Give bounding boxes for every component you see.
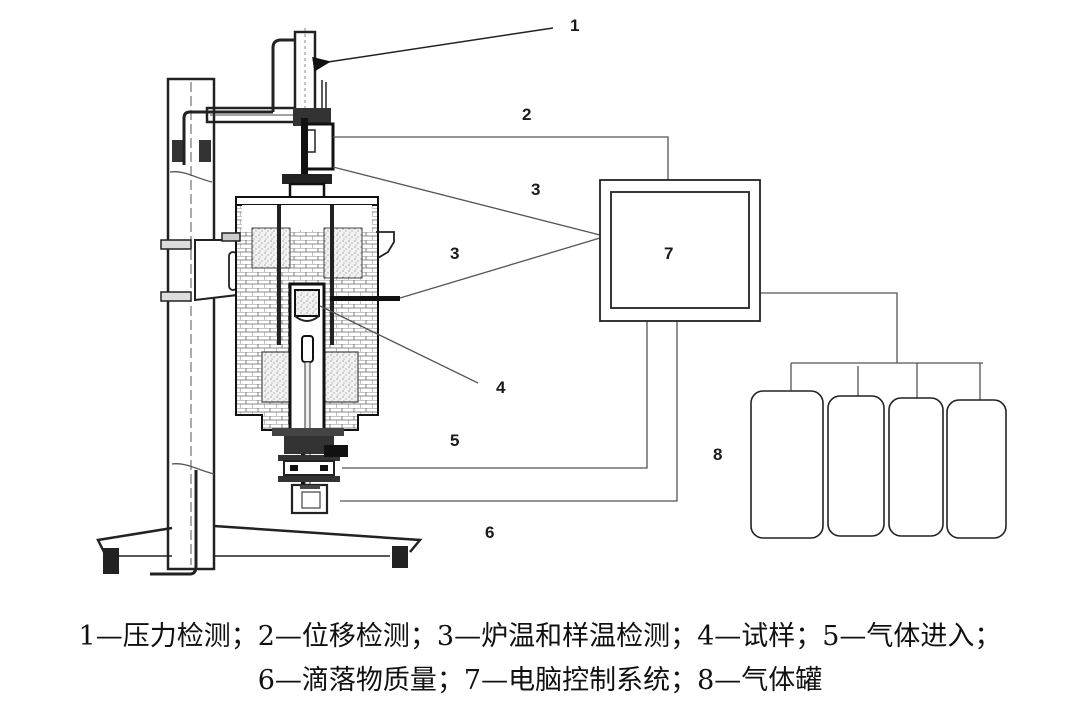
callout-2: 2: [522, 105, 531, 124]
gas-tank: [750, 390, 824, 539]
callout-7: 7: [664, 244, 673, 263]
callout-4: 4: [496, 378, 506, 397]
sample: [294, 289, 320, 317]
leader-lines: [312, 27, 983, 502]
apparatus-diagram: 1 2 3 3 4 5 6 7 8: [96, 16, 1007, 576]
figure-caption-line-1: 1—压力检测；2—位移检测；3—炉温和样温检测；4—试样；5—气体进入；: [78, 621, 1002, 652]
gas-tank: [827, 395, 885, 537]
furnace: [221, 174, 400, 515]
gas-tanks: [750, 390, 1007, 539]
thermocouple: [330, 296, 400, 301]
callout-6: 6: [485, 523, 494, 542]
callout-1: 1: [570, 16, 579, 35]
figure-caption-line-2: 6—滴落物质量；7—电脑控制系统；8—气体罐: [257, 665, 823, 696]
computer-control-system: [599, 179, 761, 322]
callout-3-furnace-temp: 3: [531, 180, 540, 199]
callout-5: 5: [450, 431, 459, 450]
callout-3-sample-temp: 3: [450, 244, 459, 263]
gas-tank: [946, 399, 1007, 539]
gas-tank: [888, 397, 944, 537]
callout-8: 8: [713, 445, 722, 464]
